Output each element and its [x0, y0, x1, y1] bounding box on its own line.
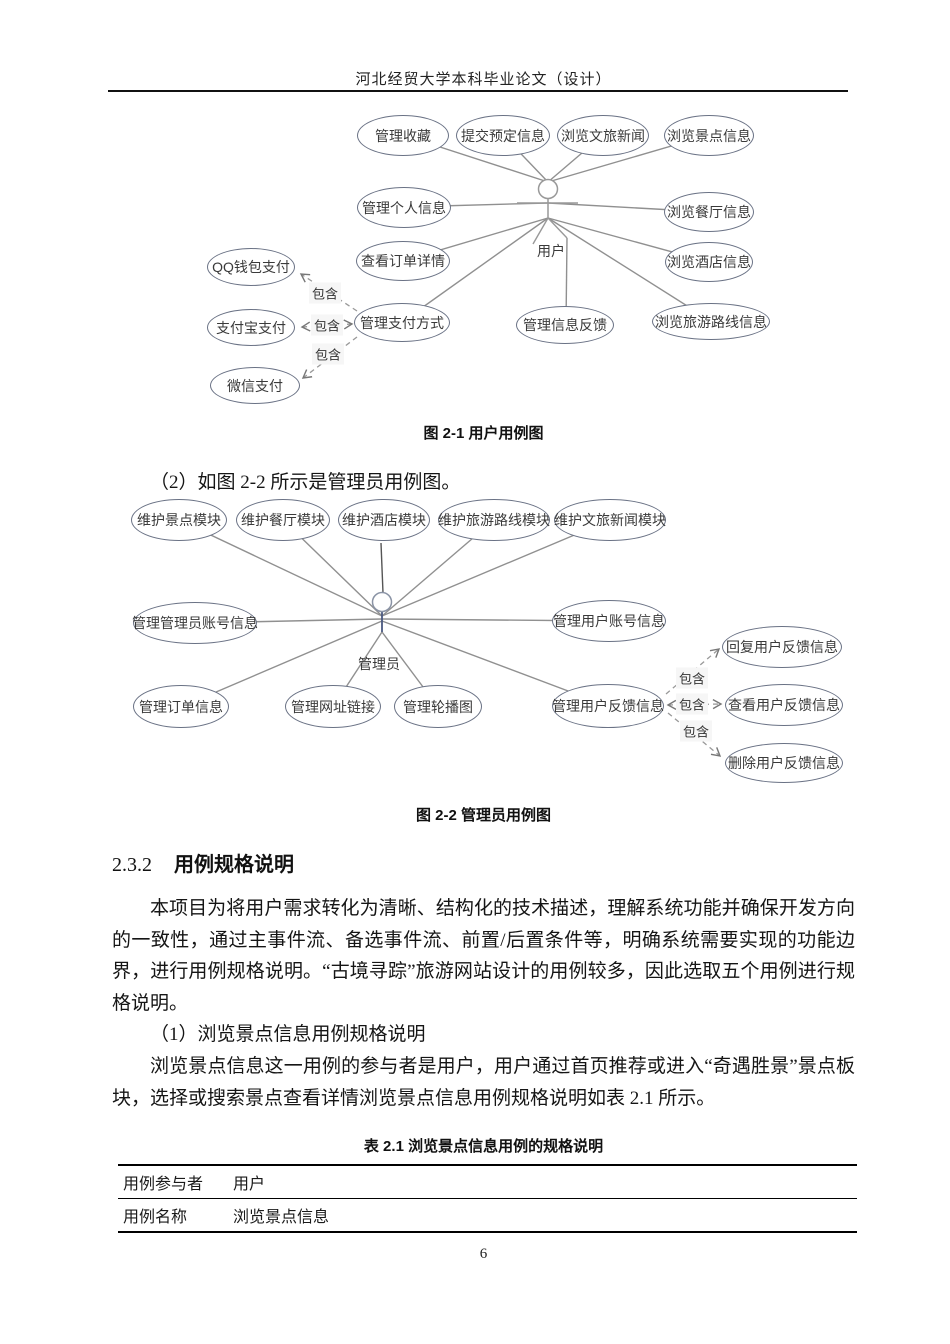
section-heading: 2.3.2 用例规格说明 — [112, 852, 855, 880]
include-arrows — [665, 648, 723, 757]
table-cell-value: 用户 — [233, 1165, 857, 1199]
usecase-manage-user-feedback: 管理用户反馈信息 — [552, 684, 664, 728]
actor-user-label: 用户 — [537, 243, 565, 259]
usecase-manage-profile: 管理个人信息 — [357, 187, 451, 228]
usecase-manage-links: 管理网址链接 — [285, 685, 381, 728]
page-number: 6 — [479, 1246, 488, 1262]
association-lines — [401, 134, 712, 326]
actor-admin-label: 管理员 — [358, 656, 400, 672]
usecase-maintain-restaurant-module: 维护餐厅模块 — [236, 499, 330, 541]
usecase-submit-booking: 提交预定信息 — [456, 115, 550, 156]
table-cell-label: 用例名称 — [123, 1209, 188, 1226]
connector-lines-svg — [299, 134, 712, 379]
include-label: 包含 — [679, 720, 713, 742]
page-header: 河北经贸大学本科毕业论文（设计） — [355, 72, 612, 88]
usecase-browse-restaurants: 浏览餐厅信息 — [664, 192, 754, 232]
figure-admin-usecase-diagram: 维护景点模块 维护餐厅模块 维护酒店模块 维护旅游路线模块 维护文旅新闻模块 管… — [0, 498, 950, 798]
usecase-maintain-hotel-module: 维护酒店模块 — [338, 499, 430, 541]
include-arrows — [299, 273, 358, 379]
include-label: 包含 — [675, 667, 709, 689]
usecase-qq-wallet-pay: QQ钱包支付 — [207, 248, 295, 286]
table-cell-label: 用例参与者 — [118, 1165, 233, 1199]
section-number: 2.3.2 — [112, 854, 152, 876]
body-paragraph: 浏览景点信息这一用例的参与者是用户，用户通过首页推荐或进入“奇遇胜景”景点板块，… — [112, 1055, 855, 1109]
usecase-manage-admin-accounts: 管理管理员账号信息 — [132, 602, 258, 644]
body-paragraph: （1）浏览景点信息用例规格说明 — [150, 1024, 426, 1046]
figure2-caption: 图 2-2 管理员用例图 — [415, 807, 551, 824]
usecase-browse-hotels: 浏览酒店信息 — [665, 242, 753, 282]
usecase-reply-feedback: 回复用户反馈信息 — [722, 626, 842, 668]
usecase-wechat-pay: 微信支付 — [210, 367, 300, 404]
spec-table: 用例参与者 用户 用例名称 浏览景点信息 — [118, 1164, 857, 1233]
actor-user-icon — [517, 178, 578, 245]
table-cell-value: 浏览景点信息 — [233, 1209, 330, 1226]
body-text: 本项目为将用户需求转化为清晰、结构化的技术描述，理解系统功能并确保开发方向的一致… — [112, 893, 855, 1114]
usecase-maintain-attraction-module: 维护景点模块 — [131, 499, 227, 541]
usecase-browse-news: 浏览文旅新闻 — [557, 115, 649, 156]
usecase-manage-payment: 管理支付方式 — [354, 303, 450, 342]
usecase-manage-orders: 管理订单信息 — [133, 685, 229, 728]
table-row: 用例参与者 用户 — [118, 1165, 857, 1199]
usecase-browse-attractions: 浏览景点信息 — [664, 115, 754, 156]
intro-paragraph: （2）如图 2-2 所示是管理员用例图。 — [150, 472, 461, 493]
include-label: 包含 — [675, 693, 709, 715]
usecase-manage-feedback: 管理信息反馈 — [516, 306, 614, 344]
actor-admin-icon — [371, 591, 393, 632]
include-label: 包含 — [311, 343, 345, 365]
table-caption: 表 2.1 浏览景点信息用例的规格说明 — [363, 1138, 604, 1155]
usecase-delete-feedback: 删除用户反馈信息 — [725, 743, 843, 783]
usecase-manage-user-accounts: 管理用户账号信息 — [552, 600, 666, 642]
figure-user-usecase-diagram: 管理收藏 提交预定信息 浏览文旅新闻 浏览景点信息 管理个人信息 浏览餐厅信息 … — [0, 110, 950, 415]
usecase-alipay-pay: 支付宝支付 — [207, 309, 295, 346]
header-rule — [108, 90, 848, 93]
figure1-caption: 图 2-1 用户用例图 — [423, 425, 544, 442]
usecase-maintain-route-module: 维护旅游路线模块 — [438, 499, 550, 541]
usecase-view-order-detail: 查看订单详情 — [356, 241, 450, 281]
usecase-browse-routes: 浏览旅游路线信息 — [652, 303, 770, 340]
body-paragraph: 本项目为将用户需求转化为清晰、结构化的技术描述，理解系统功能并确保开发方向的一致… — [112, 898, 855, 1014]
usecase-view-feedback: 查看用户反馈信息 — [725, 684, 843, 726]
usecase-manage-carousel: 管理轮播图 — [394, 685, 482, 728]
usecase-maintain-news-module: 维护文旅新闻模块 — [554, 499, 666, 541]
table-row: 用例名称 浏览景点信息 — [118, 1199, 857, 1233]
include-label: 包含 — [308, 282, 342, 304]
include-label: 包含 — [310, 314, 344, 336]
usecase-manage-favorites: 管理收藏 — [357, 115, 449, 156]
section-title: 用例规格说明 — [174, 854, 294, 876]
